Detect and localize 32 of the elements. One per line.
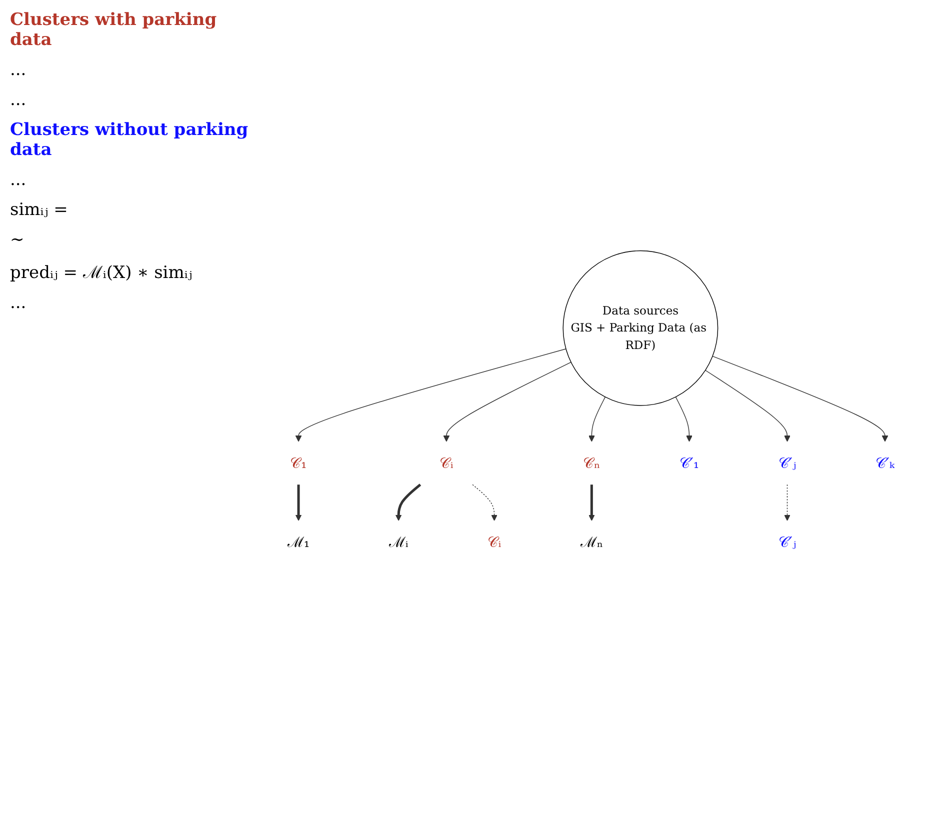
node-text: 𝒞₁ xyxy=(290,454,307,472)
node-text: ℳᵢ xyxy=(388,533,408,551)
arrow xyxy=(675,396,692,442)
node-text: ℳ₁ xyxy=(287,533,310,551)
ellipsis-text: ... xyxy=(10,90,26,110)
node-text: 𝒞ᵢ xyxy=(440,454,454,472)
node-circle: Data sources GIS + Parking Data (as RDF) xyxy=(562,250,718,406)
node-text: 𝒞′ₖ xyxy=(875,454,895,472)
ellipsis-text: ... xyxy=(10,293,26,313)
arrow xyxy=(472,484,498,521)
arrow xyxy=(443,362,572,442)
node-text: 𝒞ₙ xyxy=(583,454,600,472)
node-text: 𝒞ᵢ xyxy=(487,533,502,551)
arrow xyxy=(395,483,422,521)
arrow xyxy=(784,484,790,521)
arrow xyxy=(704,370,790,442)
formula-text: simᵢⱼ = xyxy=(10,200,68,220)
ellipsis-text: ... xyxy=(10,60,26,80)
node-text: 𝒞′ⱼ xyxy=(778,533,796,551)
formula-text: predᵢⱼ = ℳᵢ(X) ∗ simᵢⱼ xyxy=(10,262,192,283)
arrow xyxy=(588,484,595,521)
node-text: 𝒞′₁ xyxy=(679,454,700,472)
arrow xyxy=(295,348,566,442)
node-text: ℳₙ xyxy=(580,533,604,551)
ellipsis-text: ∼ xyxy=(10,230,24,250)
arrow xyxy=(295,484,302,521)
ellipsis-text: ... xyxy=(10,170,26,190)
arrow xyxy=(712,356,888,442)
arrow xyxy=(588,396,606,442)
node-text: 𝒞′ⱼ xyxy=(778,454,796,472)
heading-text: Clusters without parking data xyxy=(10,120,250,160)
heading-text: Clusters with parking data xyxy=(10,10,218,50)
